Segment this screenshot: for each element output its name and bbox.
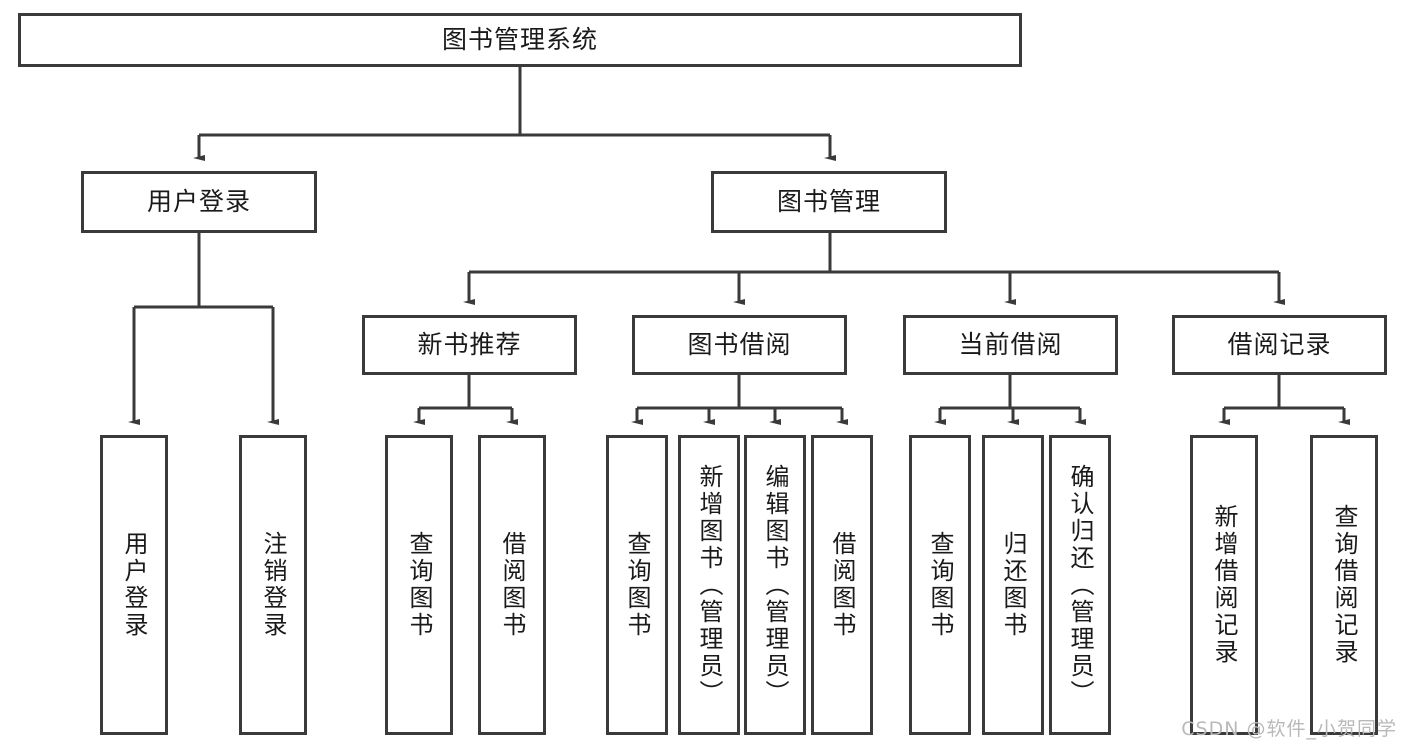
node-book-management[interactable]: 图书管理 [711, 171, 947, 233]
node-leaf-user-login[interactable]: 用户登录 [100, 435, 168, 735]
node-new-book-recommend[interactable]: 新书推荐 [362, 315, 577, 375]
node-label: 编辑图书（管理员） [761, 463, 789, 707]
node-book-borrow[interactable]: 图书借阅 [632, 315, 847, 375]
node-label: 借阅图书 [498, 531, 526, 639]
node-label: 图书借阅 [687, 330, 792, 360]
node-label: 新增图书（管理员） [695, 463, 723, 707]
node-label: 新书推荐 [417, 330, 522, 360]
node-label: 借阅图书 [828, 531, 856, 639]
node-label: 图书管理系统 [441, 25, 598, 55]
node-label: 当前借阅 [958, 330, 1063, 360]
node-label: 注销登录 [259, 531, 287, 639]
node-leaf-query-borrow-record[interactable]: 查询借阅记录 [1310, 435, 1378, 735]
node-label: 借阅记录 [1227, 330, 1332, 360]
node-leaf-user-logout[interactable]: 注销登录 [239, 435, 307, 735]
node-label: 查询借阅记录 [1330, 504, 1358, 666]
node-user-login[interactable]: 用户登录 [81, 171, 317, 233]
node-label: 归还图书 [999, 531, 1027, 639]
node-label: 用户登录 [120, 531, 148, 639]
node-system-root[interactable]: 图书管理系统 [18, 13, 1022, 67]
node-label: 图书管理 [776, 187, 881, 217]
node-leaf-add-book-admin[interactable]: 新增图书（管理员） [678, 435, 740, 735]
node-label: 确认归还（管理员） [1066, 463, 1094, 707]
node-leaf-borrow-book-1[interactable]: 借阅图书 [478, 435, 546, 735]
node-leaf-query-book-3[interactable]: 查询图书 [909, 435, 971, 735]
node-leaf-confirm-return-admin[interactable]: 确认归还（管理员） [1049, 435, 1111, 735]
node-borrow-record[interactable]: 借阅记录 [1172, 315, 1387, 375]
node-leaf-return-book[interactable]: 归还图书 [982, 435, 1044, 735]
node-label: 查询图书 [623, 531, 651, 639]
node-label: 新增借阅记录 [1210, 504, 1238, 666]
node-current-borrow[interactable]: 当前借阅 [903, 315, 1118, 375]
node-leaf-query-book-2[interactable]: 查询图书 [606, 435, 668, 735]
node-leaf-borrow-book-2[interactable]: 借阅图书 [811, 435, 873, 735]
node-label: 查询图书 [405, 531, 433, 639]
node-label: 查询图书 [926, 531, 954, 639]
node-leaf-query-book-1[interactable]: 查询图书 [385, 435, 453, 735]
node-leaf-edit-book-admin[interactable]: 编辑图书（管理员） [744, 435, 806, 735]
node-label: 用户登录 [146, 187, 251, 217]
node-leaf-add-borrow-record[interactable]: 新增借阅记录 [1190, 435, 1258, 735]
